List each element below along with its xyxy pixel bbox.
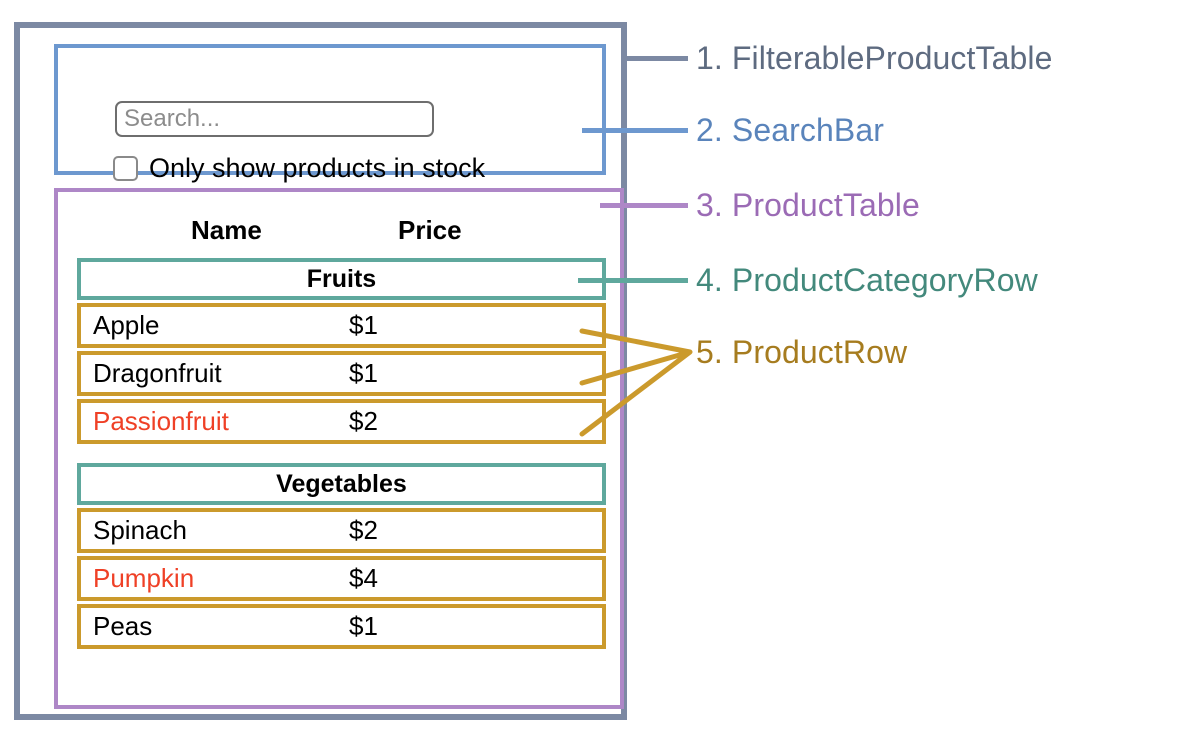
only-in-stock-checkbox[interactable]: [113, 156, 138, 181]
product-price: $2: [349, 515, 378, 545]
legend-label-5: 5. ProductRow: [696, 336, 907, 368]
product-price: $1: [349, 611, 378, 641]
product-row[interactable]: Pumpkin $4: [77, 556, 606, 601]
legend-number-4: 4.: [696, 262, 723, 298]
product-price: $1: [349, 358, 378, 388]
product-rows-area: Fruits Apple $1 Dragonfruit $1 Passionfr…: [77, 258, 606, 649]
product-row[interactable]: Dragonfruit $1: [77, 351, 606, 396]
legend-label-2: 2. SearchBar: [696, 114, 884, 146]
legend-name-3: ProductTable: [731, 187, 920, 223]
product-price: $4: [349, 563, 378, 593]
legend-number-3: 3.: [696, 187, 723, 223]
search-input[interactable]: [115, 101, 434, 137]
product-name: Spinach: [93, 515, 187, 545]
legend-name-2: SearchBar: [731, 112, 884, 148]
legend-name-5: ProductRow: [731, 334, 908, 370]
product-price: $1: [349, 310, 378, 340]
search-bar-box: Only show products in stock: [54, 44, 606, 182]
legend-name-4: ProductCategoryRow: [731, 262, 1038, 298]
product-name: Pumpkin: [93, 563, 195, 593]
product-row[interactable]: Spinach $2: [77, 508, 606, 553]
only-in-stock-label: Only show products in stock: [149, 153, 486, 183]
product-category-label: Vegetables: [276, 469, 407, 498]
product-name: Peas: [93, 611, 153, 641]
product-row[interactable]: Peas $1: [77, 604, 606, 649]
product-category-row: Vegetables: [77, 463, 606, 505]
legend-label-1: 1. FilterableProductTable: [696, 42, 1052, 74]
product-name: Dragonfruit: [93, 358, 222, 388]
product-row[interactable]: Passionfruit $2: [77, 399, 606, 444]
leader-line-1: [621, 56, 688, 61]
product-table-box: Name Price Fruits Apple $1 Dragonfruit $…: [54, 188, 624, 709]
filterable-product-table-box: Only show products in stock Name Price F…: [14, 22, 627, 720]
leader-line-3: [600, 203, 688, 208]
product-category-row: Fruits: [77, 258, 606, 300]
stock-filter-row[interactable]: Only show products in stock: [113, 155, 485, 182]
legend-number-1: 1.: [696, 40, 723, 76]
legend-label-4: 4. ProductCategoryRow: [696, 264, 1038, 296]
leader-line-4: [578, 278, 688, 283]
product-row[interactable]: Apple $1: [77, 303, 606, 348]
product-name: Passionfruit: [93, 406, 229, 436]
product-name: Apple: [93, 310, 160, 340]
leader-line-2: [582, 128, 688, 133]
product-table-header: Name Price: [58, 215, 620, 249]
legend-number-2: 2.: [696, 112, 723, 148]
product-category-label: Fruits: [306, 264, 377, 293]
column-header-name: Name: [191, 215, 262, 245]
column-header-price: Price: [398, 215, 462, 245]
legend-label-3: 3. ProductTable: [696, 189, 920, 221]
legend-name-1: FilterableProductTable: [731, 40, 1053, 76]
legend-number-5: 5.: [696, 334, 723, 370]
product-price: $2: [349, 406, 378, 436]
